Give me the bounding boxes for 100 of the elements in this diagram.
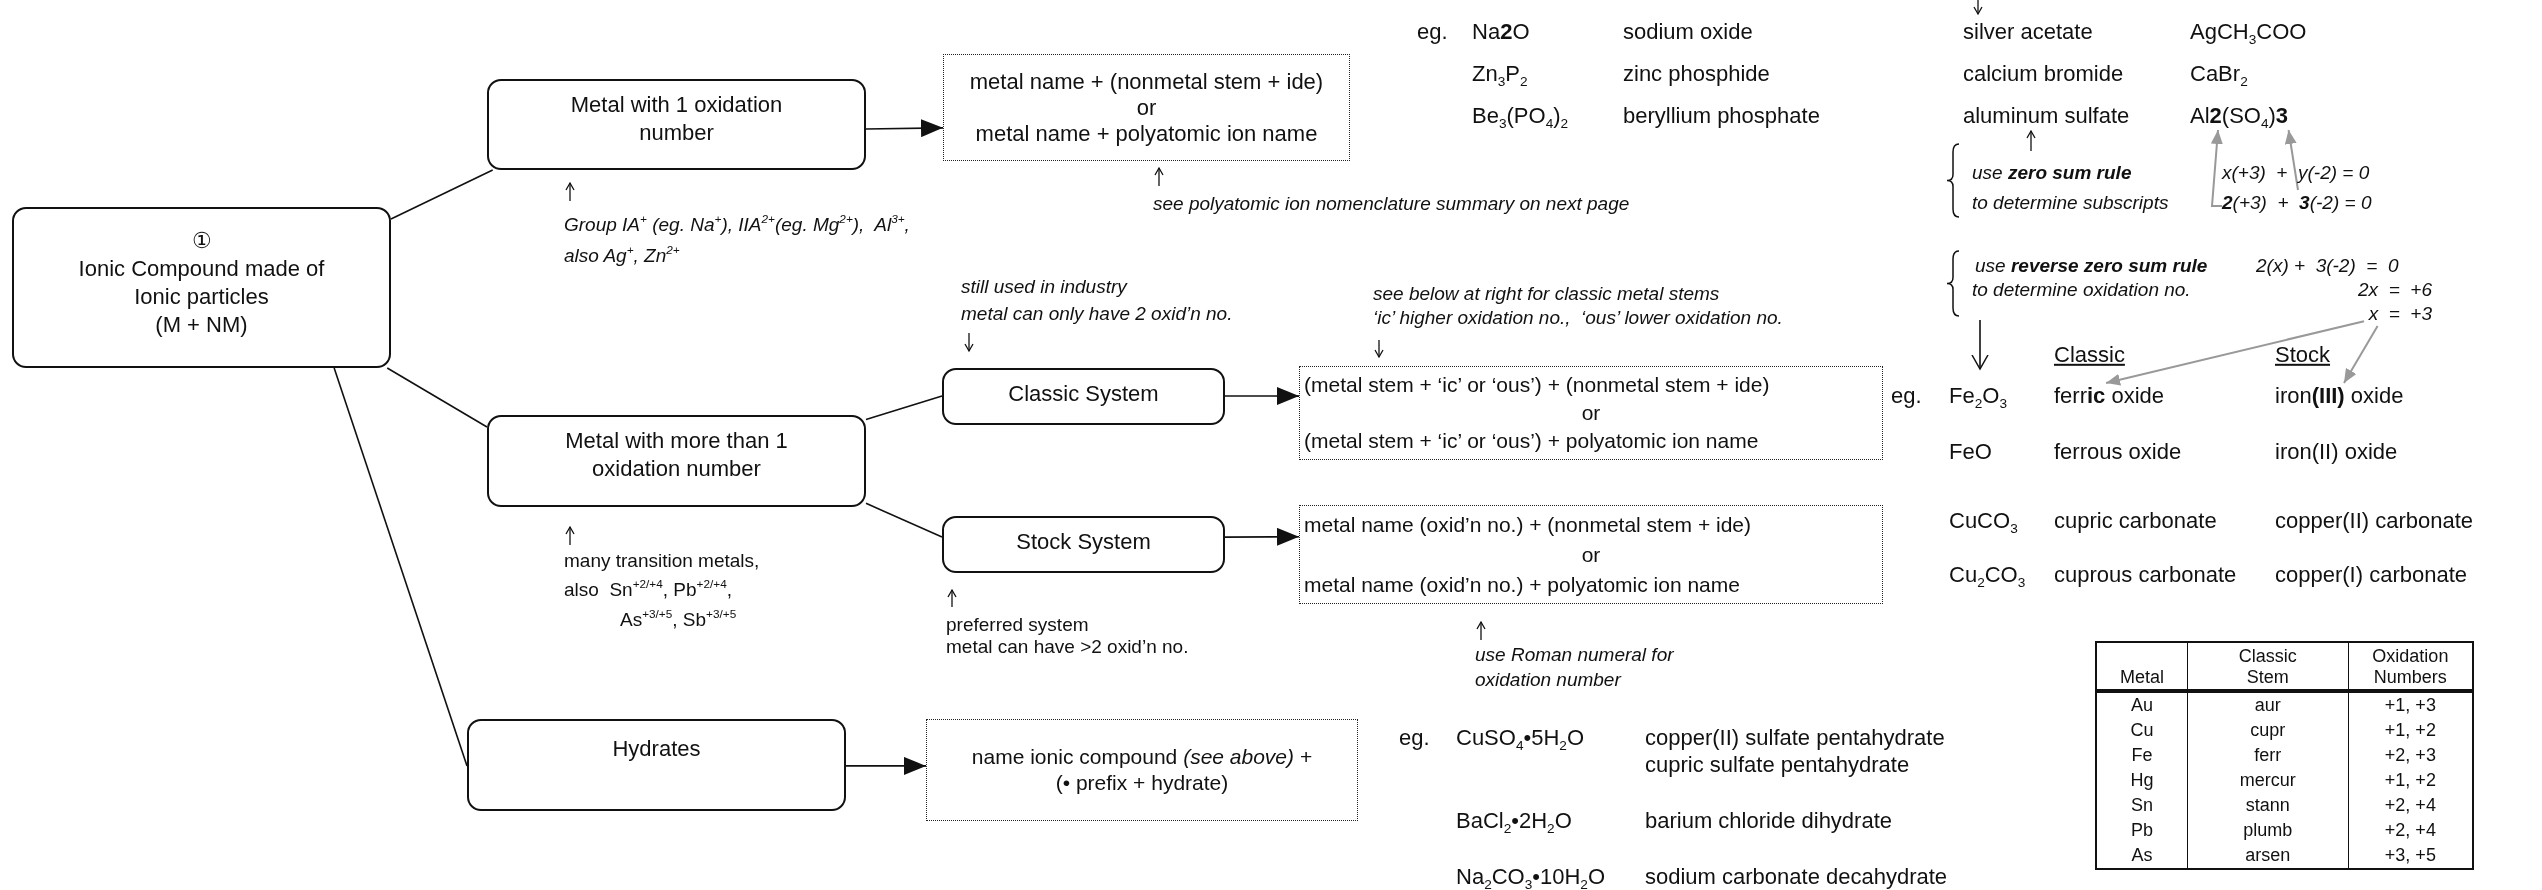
table-cell: +2, +3 — [2348, 743, 2473, 769]
equation-text: 2x = +6 — [2358, 278, 2432, 302]
table-cell: Sn — [2096, 793, 2188, 819]
box-text: (M + NM) — [154, 311, 249, 339]
text: sodium oxide — [1623, 18, 1753, 46]
connector-line — [390, 169, 494, 220]
table-cell: Pb — [2096, 818, 2188, 844]
column-heading: Stock — [2275, 341, 2331, 369]
text: copper(I) carbonate — [2275, 561, 2467, 589]
connector-line — [865, 502, 943, 538]
text: eg. — [1417, 18, 1448, 46]
table-cell: +1, +3 — [2348, 691, 2473, 719]
note-text: use reverse zero sum rule — [1975, 254, 2208, 278]
table-cell: Au — [2096, 691, 2188, 719]
text: Cu$_{2}$CO$_{3}$ — [1949, 561, 2026, 589]
note-text: still used in industry — [961, 275, 1127, 299]
text: silver acetate — [1963, 18, 2093, 46]
text: beryllium phosphate — [1623, 102, 1820, 130]
box-text: metal name + polyatomic ion name — [974, 120, 1319, 147]
note-text: use zero sum rule — [1972, 161, 2132, 185]
table-cell: +3, +5 — [2348, 843, 2473, 870]
table-cell: cupr — [2187, 718, 2349, 744]
note-text: As$^{+3/+5}$, Sb$^{+3/+5}$ — [620, 608, 737, 632]
box-text: Hydrates — [611, 735, 702, 763]
text: CuSO$_{4}$•5H$_{2}$O — [1456, 724, 1585, 752]
box-text: Metal with more than 1 oxidation number — [564, 427, 789, 483]
category-box — [487, 79, 866, 170]
formula-text: x = +3 — [2368, 302, 2432, 326]
box-text: Stock System — [1015, 528, 1152, 556]
category-box — [467, 719, 846, 811]
box-text: (• prefix + hydrate) — [1054, 770, 1230, 796]
text: iron(II) oxide — [2275, 438, 2398, 466]
text: Fe$_{2}$O$_{3}$ — [1949, 382, 2007, 410]
formula-text: 2(+3) +3(-2) = 0 — [2222, 191, 2372, 215]
table-cell: ferr — [2187, 743, 2349, 769]
text: cupric sulfate pentahydrate — [1645, 751, 1910, 779]
text: BaCl$_{2}$•2H$_{2}$O — [1456, 807, 1572, 835]
note-text: see polyatomic ion nomenclature summary on next page — [1153, 192, 1630, 216]
text: cupric carbonate — [2054, 507, 2217, 535]
note-text: also Sn$^{+2/+4}$, Pb$^{+2/+4}$, — [564, 578, 732, 602]
text: Be$_{3}$(PO$_{4}$)$_{2}$ — [1472, 102, 1569, 130]
table-cell: +2, +4 — [2348, 793, 2473, 819]
text: Na2O — [1472, 18, 1530, 46]
table-header-cell: Oxidation Numbers — [2348, 642, 2473, 692]
note-text: to determine subscripts — [1972, 191, 2169, 215]
table-cell: plumb — [2187, 818, 2349, 844]
table-cell: Fe — [2096, 743, 2188, 769]
category-box — [487, 415, 866, 507]
text: copper(II) carbonate — [2275, 507, 2474, 535]
text: copper(II) sulfate pentahydrate — [1645, 724, 1945, 752]
arrow — [1224, 387, 1300, 406]
arrow — [865, 119, 944, 138]
note-text: ‘ic’ higher oxidation no., ‘ous’ lower oxidation no. — [1373, 306, 1783, 330]
text: calcium bromide — [1963, 60, 2124, 88]
arrow — [2284, 129, 2299, 191]
text: Zn$_{3}$P$_{2}$ — [1472, 60, 1528, 88]
box-text: metal name + (nonmetal stem + ide) — [968, 68, 1325, 95]
note-text: metal can have >2 oxid’n no. — [946, 635, 1189, 659]
text: Na$_{2}$CO$_{3}$•10H$_{2}$O — [1456, 863, 1606, 890]
connector-line — [386, 367, 488, 428]
box-text: or — [1580, 400, 1602, 426]
formula-text: iron(III) oxide — [2275, 383, 2404, 409]
formula-text: Al2(SO$_{4}$)3 — [2190, 103, 2289, 129]
arrow — [2343, 325, 2379, 384]
text: CaBr$_{2}$ — [2190, 60, 2248, 88]
table-cell: aur — [2187, 691, 2349, 719]
box-text: Classic System — [1007, 380, 1160, 408]
table-cell: +2, +4 — [2348, 818, 2473, 844]
table-cell: Cu — [2096, 718, 2188, 744]
note-text: many transition metals, — [564, 549, 760, 573]
box-text: name ionic compound (see above) + — [970, 744, 1314, 770]
arrow — [2210, 129, 2223, 208]
table-header-cell: Metal — [2096, 642, 2188, 692]
box-text: ① — [190, 227, 213, 255]
text: sodium carbonate decahydrate — [1645, 863, 1948, 890]
table-cell: stann — [2187, 793, 2349, 819]
box-text: metal name (oxid’n no.) + (nonmetal stem + ide) — [1303, 511, 1753, 538]
table-cell: mercur — [2187, 768, 2349, 794]
note-text: also Ag$^{+}$, Zn$^{2+}$ — [564, 244, 680, 268]
arrow — [1224, 527, 1300, 546]
table-cell: Hg — [2096, 768, 2188, 794]
arrow — [2105, 320, 2365, 386]
table-header-cell: Classic Stem — [2187, 642, 2349, 692]
box-text: (metal stem + ‘ic’ or ‘ous’) + (nonmetal stem + ide) — [1303, 372, 1771, 398]
note-text: oxidation number — [1475, 668, 1621, 692]
table-cell: As — [2096, 843, 2188, 870]
note-text: x(+3) + y(-2) = 0 — [2222, 161, 2370, 185]
note-text: see below at right for classic metal stems — [1373, 282, 1720, 306]
box-text: metal name (oxid’n no.) + polyatomic ion name — [1303, 571, 1741, 598]
note-text: metal can only have 2 oxid’n no. — [961, 302, 1233, 326]
note-text: use Roman numeral for — [1475, 643, 1674, 667]
note-text: Group IA$^{+}$ (eg. Na$^{+}$), IIA$^{2+}$(eg. Mg$^{2+}$), Al$^{3+}$, — [564, 213, 910, 237]
table-cell: +1, +2 — [2348, 768, 2473, 794]
box-text: or — [1580, 541, 1602, 568]
box-text: (metal stem + ‘ic’ or ‘ous’) + polyatomic ion name — [1303, 428, 1760, 454]
text: cuprous carbonate — [2054, 561, 2237, 589]
text: eg. — [1399, 724, 1430, 752]
table-cell: +1, +2 — [2348, 718, 2473, 744]
note-text: to determine oxidation no. — [1972, 278, 2191, 302]
text: ferrous oxide — [2054, 438, 2182, 466]
